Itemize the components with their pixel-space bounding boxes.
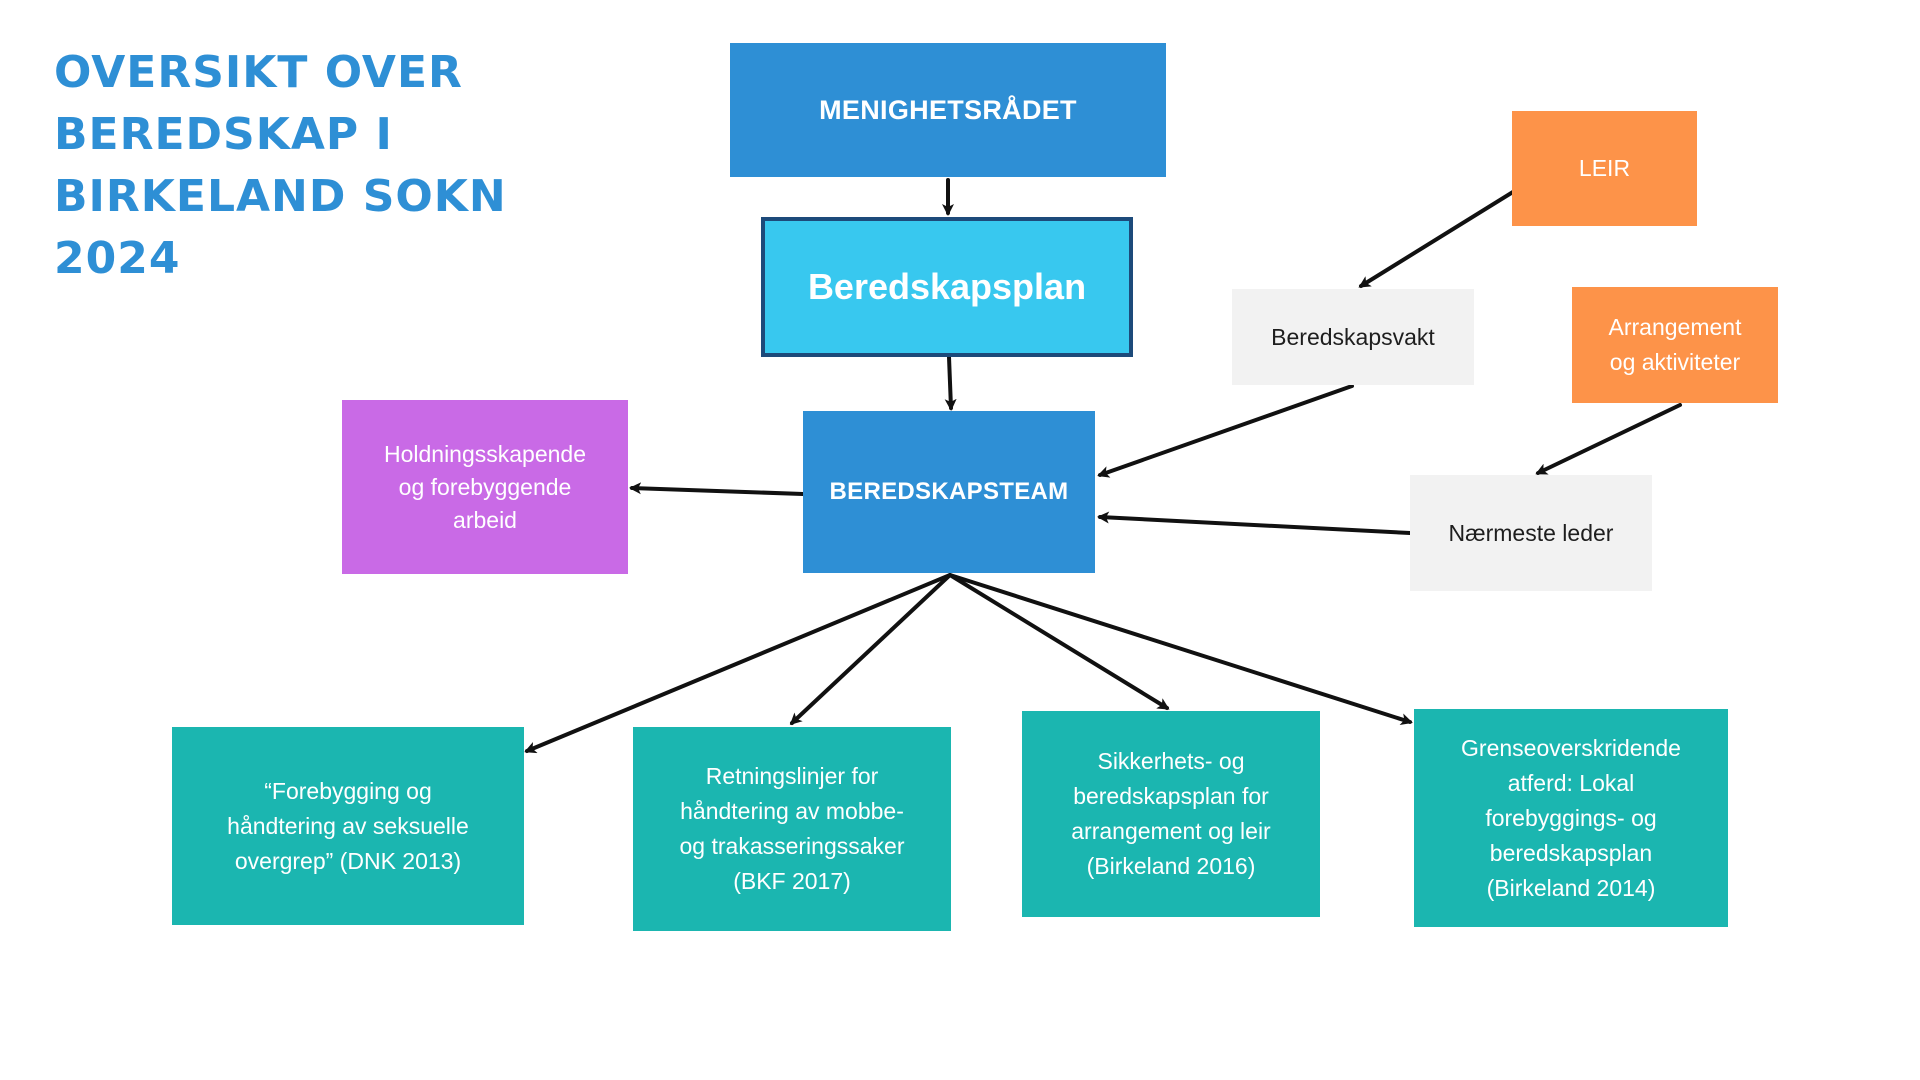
title-line-3: BIRKELAND SOKN [54, 171, 507, 222]
node-leir: LEIR [1512, 111, 1697, 226]
title-line-4: 2024 [54, 233, 181, 284]
doc3-line-3: arrangement og leir [1071, 818, 1271, 844]
doc2-line-4: (BKF 2017) [733, 868, 851, 894]
arrow-beredskapsteam-to-doc1 [524, 573, 952, 754]
node-beredskapsteam: BEREDSKAPSTEAM [803, 411, 1095, 573]
node-doc-seksuelle-overgrep: “Forebygging og håndtering av seksuelle … [172, 727, 524, 925]
node-doc-grenseoverskridende-atferd: Grenseoverskridende atferd: Lokal foreby… [1414, 709, 1728, 927]
arrow-naermeste-leder-to-beredskapsteam [1097, 511, 1412, 535]
doc3-line-2: beredskapsplan for [1073, 783, 1269, 809]
arrow-beredskapsteam-to-doc2 [789, 573, 952, 726]
doc4-line-3: forebyggings- og [1485, 804, 1657, 831]
node-menighetsradet-label: MENIGHETSRÅDET [819, 94, 1077, 125]
arrow-beredskapsteam-to-doc4 [948, 573, 1413, 725]
node-arrangement-line-2: og aktiviteter [1609, 349, 1741, 375]
node-beredskapsplan-label: Beredskapsplan [807, 266, 1087, 307]
node-leir-label: LEIR [1578, 155, 1631, 181]
doc1-line-2: håndtering av seksuelle [227, 812, 469, 839]
node-menighetsradet: MENIGHETSRÅDET [730, 43, 1166, 177]
arrow-beredskapsvakt-to-beredskapsteam [1097, 384, 1354, 478]
diagram-title: OVERSIKT OVER BEREDSKAP I BIRKELAND SOKN… [54, 42, 574, 290]
doc2-line-2: håndtering av mobbe- [680, 798, 904, 824]
arrow-beredskapsteam-to-holdning [629, 482, 805, 496]
node-naermeste-leder: Nærmeste leder [1410, 475, 1652, 591]
arrow-arrangement-to-naermeste-leder [1535, 403, 1682, 475]
title-line-2: BEREDSKAP I [54, 109, 393, 160]
doc1-line-1: “Forebygging og [264, 777, 432, 804]
node-holdning-line-2: og forebyggende [398, 473, 572, 500]
doc3-line-1: Sikkerhets- og [1097, 748, 1245, 774]
arrow-beredskapsteam-to-doc3 [948, 573, 1170, 710]
doc4-line-5: (Birkeland 2014) [1486, 874, 1656, 901]
node-arrangement-og-aktiviteter: Arrangement og aktiviteter [1572, 287, 1778, 403]
doc3-line-4: (Birkeland 2016) [1086, 853, 1256, 879]
node-naermeste-leder-label: Nærmeste leder [1448, 519, 1614, 546]
node-beredskapsteam-label: BEREDSKAPSTEAM [829, 478, 1069, 505]
doc1-line-3: overgrep” (DNK 2013) [234, 847, 462, 874]
arrow-beredskapsplan-to-beredskapsteam [944, 355, 957, 411]
node-doc-sikkerhets-beredskapsplan: Sikkerhets- og beredskapsplan for arrang… [1022, 711, 1320, 917]
node-beredskapsvakt-label: Beredskapsvakt [1271, 323, 1435, 350]
node-holdning-line-3: arbeid [453, 506, 517, 533]
doc2-line-1: Retningslinjer for [705, 763, 879, 789]
node-beredskapsplan: Beredskapsplan [761, 217, 1133, 357]
node-beredskapsvakt: Beredskapsvakt [1232, 289, 1474, 385]
node-arrangement-line-1: Arrangement [1608, 314, 1742, 340]
title-line-1: OVERSIKT OVER [54, 47, 463, 98]
doc4-line-1: Grenseoverskridende [1461, 734, 1681, 761]
doc2-line-3: og trakasseringssaker [679, 833, 905, 859]
doc4-line-4: beredskapsplan [1489, 839, 1653, 866]
node-doc-mobbe-trakassering: Retningslinjer for håndtering av mobbe- … [633, 727, 951, 931]
doc4-line-2: atferd: Lokal [1507, 769, 1635, 796]
node-holdning-line-1: Holdningsskapende [383, 440, 587, 467]
arrow-leir-to-beredskapsvakt [1358, 185, 1523, 288]
node-holdningsskapende-arbeid: Holdningsskapende og forebyggende arbeid [342, 400, 628, 574]
